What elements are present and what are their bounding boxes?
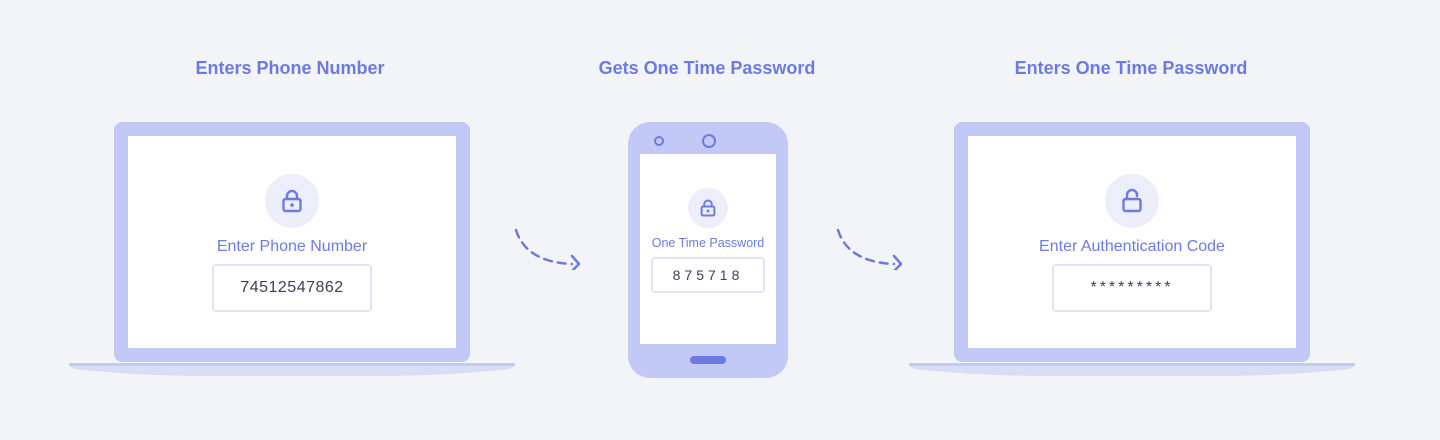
lock-open-icon [1122,188,1142,213]
phone-number-field[interactable]: 74512547862 [212,264,372,312]
phone-home-button [690,356,726,364]
laptop-auth-code-entry: Enter Authentication Code ********* [954,122,1310,362]
laptop-base [69,363,515,376]
step-title-enter-otp: Enters One Time Password [1014,58,1248,78]
dashed-arrow-icon [836,228,903,270]
laptop-screen: Enter Phone Number 74512547862 [128,136,456,348]
lock-icon-badge [688,188,728,228]
laptop-phone-entry: Enter Phone Number 74512547862 [114,122,470,362]
laptop-screen: Enter Authentication Code ********* [968,136,1296,348]
otp-display-field: 875718 [651,257,765,293]
dashed-arrow-icon [514,228,581,270]
step-title-enter-phone: Enters Phone Number [195,58,385,78]
mobile-phone: One Time Password 875718 [628,122,788,378]
step-title-get-otp: Gets One Time Password [598,58,816,78]
auth-code-label: Enter Authentication Code [1039,238,1225,255]
phone-screen: One Time Password 875718 [640,154,776,344]
otp-label: One Time Password [651,236,765,250]
phone-sensor-icon [654,136,664,146]
lock-closed-icon [282,189,302,213]
phone-camera-icon [702,134,716,148]
phone-field-label: Enter Phone Number [216,238,368,255]
auth-code-field[interactable]: ********* [1052,264,1212,312]
lock-icon-badge [265,174,319,228]
lock-icon-badge [1105,174,1159,228]
laptop-base [909,363,1355,376]
lock-closed-icon [700,199,716,217]
